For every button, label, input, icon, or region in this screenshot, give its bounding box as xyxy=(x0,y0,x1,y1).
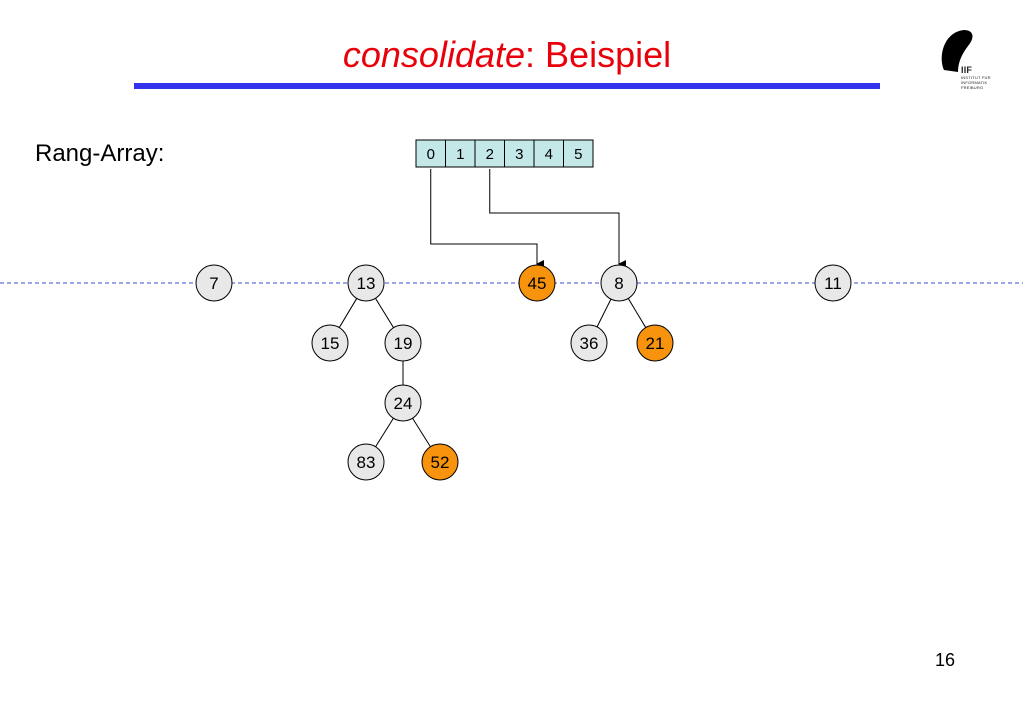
rank-cell-label: 4 xyxy=(545,146,553,163)
node-label: 24 xyxy=(394,394,413,413)
logo-line: INFORMATIK xyxy=(961,80,988,85)
page-number: 16 xyxy=(935,650,956,670)
tree-edge xyxy=(375,417,394,448)
node-label: 45 xyxy=(528,274,547,293)
tree-edge xyxy=(375,298,394,328)
title-rest: : Beispiel xyxy=(525,34,672,75)
node-label: 36 xyxy=(580,334,599,353)
title-underline xyxy=(134,83,880,89)
rank-cell-label: 1 xyxy=(456,146,464,163)
node-label: 83 xyxy=(357,453,376,472)
logo-line: FREIBURG xyxy=(961,85,984,90)
node-label: 11 xyxy=(824,274,842,293)
logo-line-main: IIF xyxy=(961,65,973,75)
rank-cell-label: 3 xyxy=(515,146,523,163)
heap-node-8: 8 xyxy=(600,264,638,302)
heap-node-83: 83 xyxy=(347,443,385,481)
heap-node-45: 45 xyxy=(518,264,556,302)
node-label: 21 xyxy=(646,334,665,353)
rank-cell-4: 4 xyxy=(533,139,564,168)
logo-text: IIF INSTITUT FÜR INFORMATIK FREIBURG xyxy=(961,65,991,91)
node-label: 13 xyxy=(357,274,376,293)
rank-cell-2: 2 xyxy=(474,139,505,168)
node-label: 52 xyxy=(431,453,450,472)
heap-node-24: 24 xyxy=(384,384,422,422)
tree-edge xyxy=(338,298,358,328)
tree-edge xyxy=(412,417,431,448)
slide-title: consolidate: Beispiel xyxy=(134,30,880,80)
rank-cell-label: 5 xyxy=(574,146,582,163)
node-label: 7 xyxy=(209,274,218,293)
node-label: 19 xyxy=(394,334,413,353)
tree-edge xyxy=(596,298,612,328)
rank-cell-0: 0 xyxy=(415,139,446,168)
heap-node-19: 19 xyxy=(384,324,422,362)
node-label: 8 xyxy=(614,274,623,293)
heap-node-52: 52 xyxy=(421,443,459,481)
rank-pointer-arrow xyxy=(430,169,544,268)
rank-cell-3: 3 xyxy=(504,139,535,168)
tree-edge xyxy=(627,298,647,328)
rank-cell-label: 2 xyxy=(486,146,494,163)
heap-node-13: 13 xyxy=(347,264,385,302)
heap-node-15: 15 xyxy=(311,324,349,362)
rank-cell-label: 0 xyxy=(427,146,435,163)
iif-logo-icon xyxy=(941,30,973,72)
heap-node-36: 36 xyxy=(570,324,608,362)
heap-node-21: 21 xyxy=(636,324,674,362)
rank-array-label: Rang-Array: xyxy=(35,140,165,167)
rank-cell-1: 1 xyxy=(445,139,476,168)
logo-line: INSTITUT FÜR xyxy=(961,75,991,80)
heap-node-11: 11 xyxy=(814,264,852,302)
rank-pointer-arrow xyxy=(489,169,626,268)
heap-node-7: 7 xyxy=(195,264,233,302)
rank-cell-5: 5 xyxy=(563,139,594,168)
node-label: 15 xyxy=(321,334,340,353)
title-keyword: consolidate xyxy=(342,34,526,75)
